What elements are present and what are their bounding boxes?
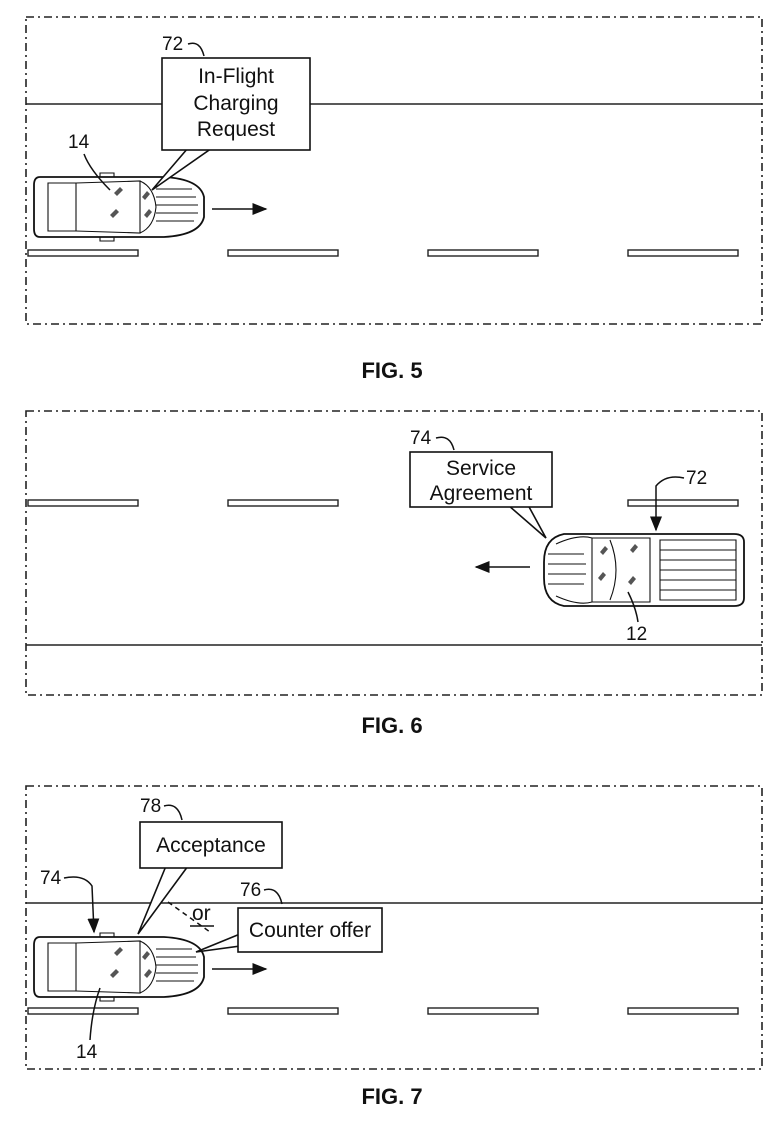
fig5-lane-dash-3 bbox=[427, 249, 539, 257]
fig5-lane-dash-2 bbox=[227, 249, 339, 257]
fig7-acceptance-box bbox=[139, 821, 283, 869]
fig6-frame bbox=[25, 410, 763, 696]
figure-5: In-Flight Charging Request 72 14 FIG. 5 bbox=[25, 16, 763, 383]
fig6-callout-pointer bbox=[505, 504, 547, 539]
fig7-acceptance-pointer bbox=[137, 865, 190, 935]
fig6-ref-12: 12 bbox=[626, 624, 647, 645]
fig5-ref-14-leader bbox=[83, 153, 111, 191]
fig6-callout-box bbox=[409, 451, 553, 508]
fig6-lane-dash-3 bbox=[627, 499, 739, 507]
fig7-ref-76-leader bbox=[263, 888, 283, 905]
fig5-callout-line-2: Charging bbox=[193, 92, 278, 115]
fig7-counter-box bbox=[237, 907, 383, 953]
fig7-or-label: or bbox=[192, 902, 211, 925]
fig6-lane-dash-2 bbox=[227, 499, 339, 507]
fig7-counter-label: Counter offer bbox=[249, 919, 371, 942]
fig6-ref-74: 74 bbox=[410, 428, 432, 449]
fig7-acceptance-label: Acceptance bbox=[156, 834, 266, 857]
fig7-ref-14: 14 bbox=[76, 1042, 98, 1063]
fig6-ref-72-leader bbox=[650, 476, 685, 532]
fig6-truck-12 bbox=[543, 533, 745, 607]
fig5-lane-dash-4 bbox=[627, 249, 739, 257]
fig5-callout-line-3: Request bbox=[197, 118, 275, 141]
fig7-ref-74: 74 bbox=[40, 868, 62, 889]
fig5-lane-dash-1 bbox=[27, 249, 139, 257]
fig5-frame bbox=[25, 16, 763, 325]
fig6-callout-line-2: Agreement bbox=[430, 482, 533, 505]
fig6-caption: FIG. 6 bbox=[361, 713, 422, 738]
fig5-ref-72: 72 bbox=[162, 34, 183, 55]
fig7-caption: FIG. 7 bbox=[361, 1084, 422, 1109]
figure-7: Acceptance 78 or Counter offer 76 74 14 … bbox=[25, 785, 763, 1109]
fig6-ref-72: 72 bbox=[686, 468, 707, 489]
fig6-ref-12-leader bbox=[627, 591, 639, 623]
fig7-ref-76: 76 bbox=[240, 880, 261, 901]
fig7-counter-pointer bbox=[195, 932, 241, 953]
fig7-ref-78-leader bbox=[163, 804, 183, 821]
fig6-ref-74-leader bbox=[435, 436, 455, 451]
fig7-lane-dash-4 bbox=[627, 1007, 739, 1015]
fig6-lane-dash-1 bbox=[27, 499, 139, 507]
fig7-ref-14-leader bbox=[89, 987, 101, 1041]
fig5-callout-box bbox=[161, 57, 311, 151]
fig5-ref-72-leader bbox=[187, 42, 205, 57]
fig7-ref-74-leader bbox=[63, 876, 100, 934]
figure-6: Service Agreement 74 72 12 FIG. 6 bbox=[25, 410, 763, 738]
fig5-ref-14: 14 bbox=[68, 132, 90, 153]
fig7-lane-dash-1 bbox=[27, 1007, 139, 1015]
fig7-vehicle-14 bbox=[33, 932, 205, 1002]
fig7-lane-dash-2 bbox=[227, 1007, 339, 1015]
fig6-callout-line-1: Service bbox=[446, 457, 516, 480]
fig5-caption: FIG. 5 bbox=[361, 358, 422, 383]
fig7-frame bbox=[25, 785, 763, 1070]
fig5-callout-line-1: In-Flight bbox=[198, 65, 274, 88]
fig7-lane-dash-3 bbox=[427, 1007, 539, 1015]
fig5-vehicle-14 bbox=[33, 172, 205, 242]
fig7-ref-78: 78 bbox=[140, 796, 161, 817]
